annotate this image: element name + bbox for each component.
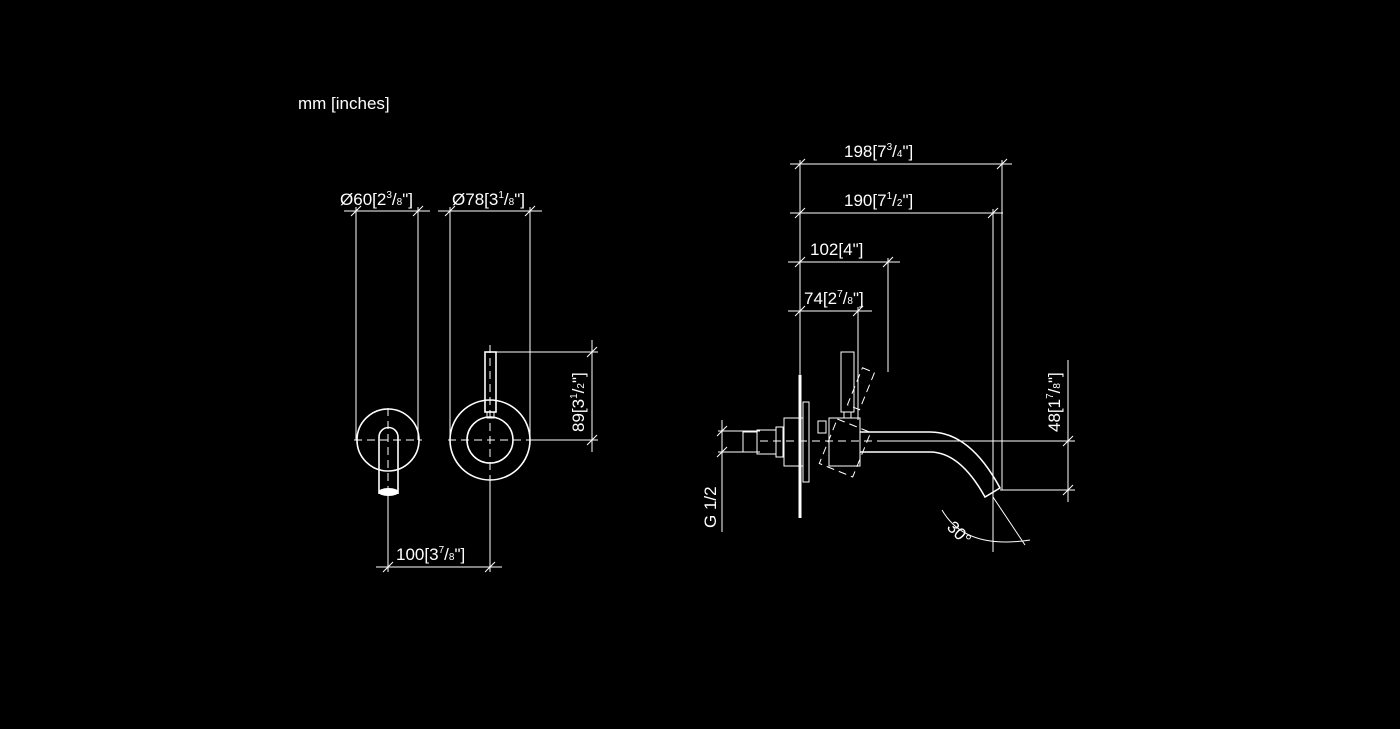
dim-diameter-60: Ø60[23/8"] <box>340 190 413 209</box>
dim-diameter-78: Ø78[31/8"] <box>452 190 525 209</box>
dim-spacing-100: 100[37/8"] <box>396 545 465 564</box>
dim-length-198: 198[73/4"] <box>844 142 913 161</box>
dim-height-89: 89[31/2"] <box>569 372 588 432</box>
dim-height-48: 48[17/8"] <box>1045 372 1064 432</box>
side-view <box>716 158 1075 552</box>
thread-label: G 1/2 <box>701 486 720 528</box>
units-label: mm [inches] <box>298 94 390 113</box>
mixer-front-view <box>376 205 598 573</box>
angle-label: 30° <box>943 517 975 549</box>
dim-length-190: 190[71/2"] <box>844 191 913 210</box>
dim-length-74: 74[27/8"] <box>804 289 864 308</box>
spout-front-view <box>344 205 430 500</box>
dim-length-102: 102[4"] <box>810 240 863 259</box>
